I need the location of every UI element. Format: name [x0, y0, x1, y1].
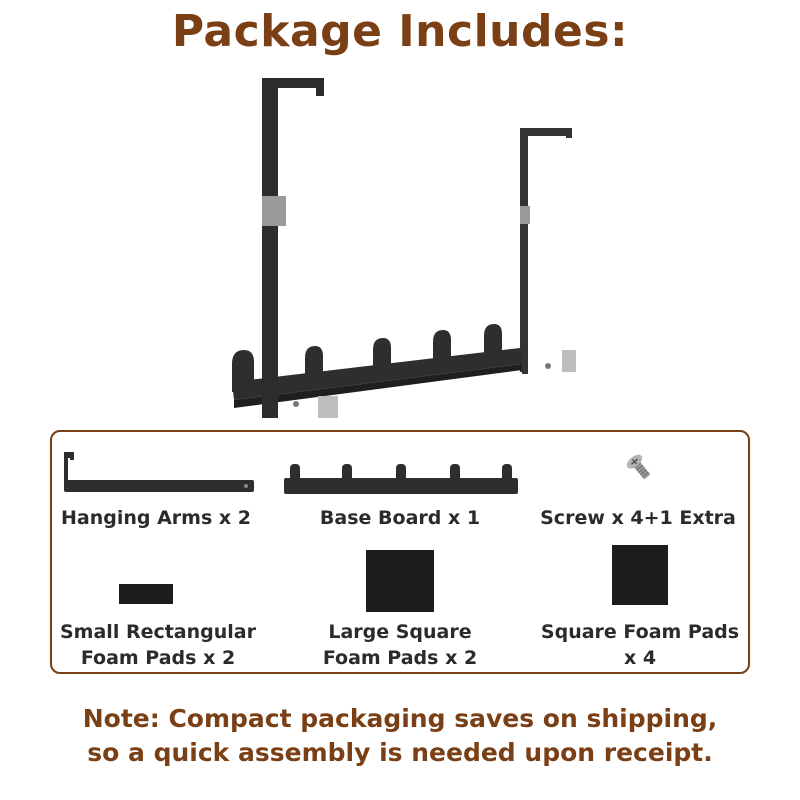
- loose-parts: [293, 350, 576, 418]
- item-label-square-foam-pads: Square Foam Pads x 4: [534, 619, 746, 671]
- item-label-base-board: Base Board x 1: [319, 507, 481, 529]
- assembled-door-hanger-image: [232, 78, 576, 418]
- item-label-line: Square Foam Pads: [540, 621, 740, 643]
- hanging-arm-icon: [64, 452, 254, 492]
- page-title: Package Includes:: [171, 6, 629, 57]
- note-line: so a quick assembly is needed upon recei…: [87, 738, 713, 767]
- small-foam-pad-icon: [119, 584, 173, 604]
- shipping-note: Note: Compact packaging saves on shippin…: [0, 702, 800, 770]
- item-label-line: Large Square: [328, 621, 472, 643]
- item-label-line: Small Rectangular: [60, 621, 256, 643]
- item-label-screws: Screw x 4+1 Extra: [540, 507, 736, 529]
- item-label-line: x 4: [623, 647, 657, 669]
- item-label-small-foam-pads: Small Rectangular Foam Pads x 2: [46, 619, 270, 671]
- base-board: [232, 324, 522, 408]
- note-line: Note: Compact packaging saves on shippin…: [82, 704, 718, 733]
- square-foam-pad-icon: [612, 545, 668, 605]
- large-square-foam-pad-icon: [366, 550, 434, 612]
- left-hanging-arm: [262, 78, 324, 418]
- item-label-large-foam-pads: Large Square Foam Pads x 2: [296, 619, 504, 671]
- base-board-icon: [284, 464, 518, 494]
- package-contents-panel: [50, 430, 750, 674]
- screw-icon: [626, 454, 651, 480]
- right-hanging-arm: [520, 128, 572, 374]
- item-label-hanging-arms: Hanging Arms x 2: [61, 507, 251, 529]
- item-label-line: Foam Pads x 2: [80, 647, 236, 669]
- item-label-line: Foam Pads x 2: [322, 647, 478, 669]
